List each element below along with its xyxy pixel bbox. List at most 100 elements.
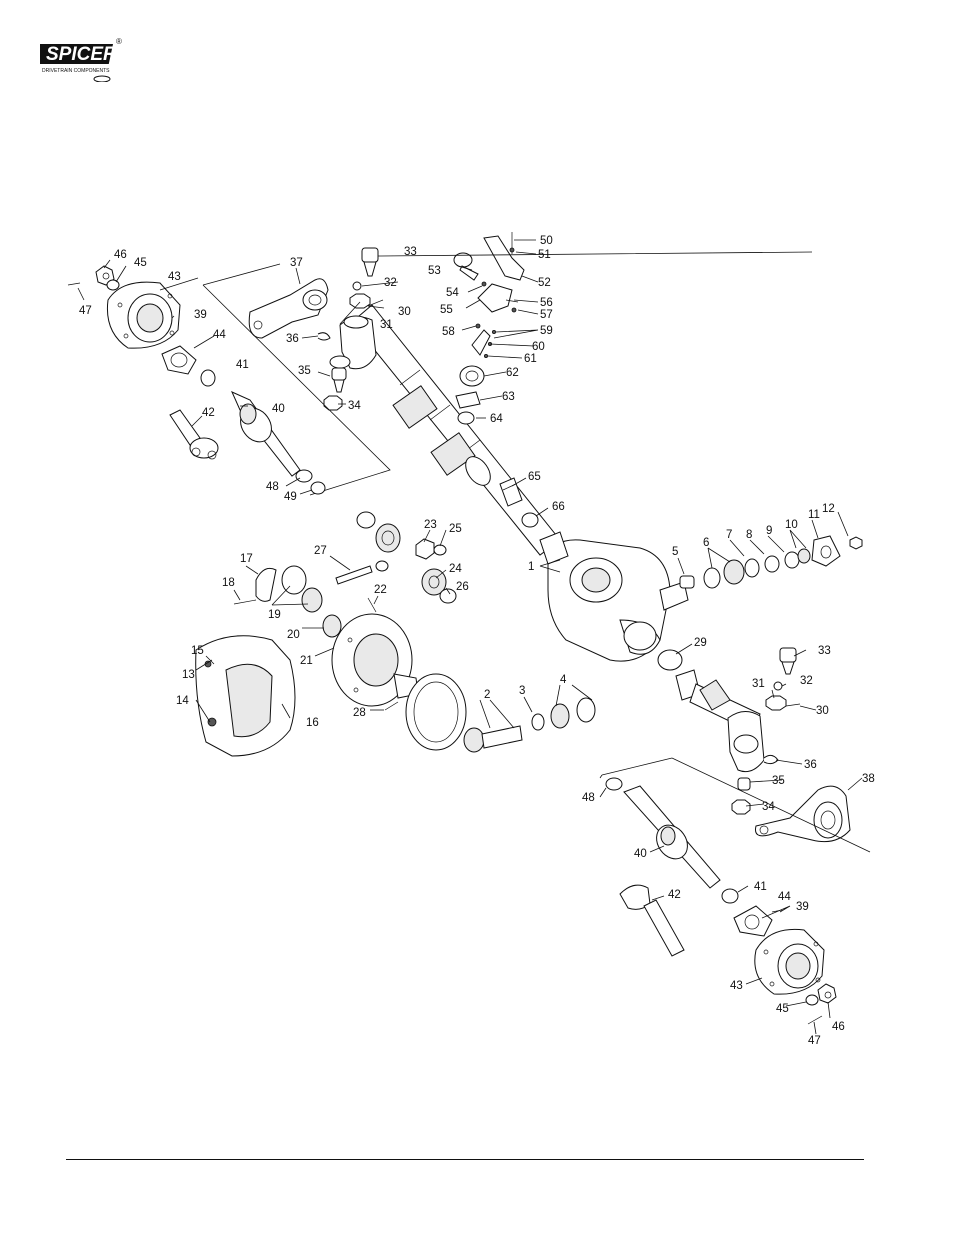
- callout-22: 22: [374, 584, 387, 596]
- callout-59: 59: [540, 325, 553, 337]
- washer-upper-left: [201, 370, 215, 386]
- callout-7: 7: [726, 529, 732, 541]
- axle-shaft-upper-left: [232, 392, 300, 476]
- seal-66: [522, 513, 538, 527]
- pinion-seal-5: [680, 576, 694, 588]
- callout-3: 3: [519, 685, 525, 697]
- callout-61: 61: [524, 353, 537, 365]
- callout-63: 63: [502, 391, 515, 403]
- callout-64: 64: [490, 413, 503, 425]
- callout-46-lower: 46: [832, 1021, 845, 1033]
- bolt-22: [368, 598, 376, 612]
- callout-48-upper: 48: [266, 481, 279, 493]
- callout-40-lower: 40: [634, 848, 647, 860]
- seal-48-upper: [296, 470, 312, 482]
- pinion-bearing-6: [704, 560, 744, 588]
- callout-20: 20: [287, 629, 300, 641]
- companion-flange-11: [812, 536, 840, 566]
- callout-60: 60: [532, 341, 545, 353]
- callout-50: 50: [540, 235, 553, 247]
- wheel-hub-upper-left: [107, 282, 180, 348]
- differential-housing: [540, 532, 688, 661]
- bolt-18: [234, 600, 256, 604]
- callout-4: 4: [560, 674, 567, 686]
- callout-12: 12: [822, 503, 835, 515]
- callout-44-lower: 44: [778, 891, 791, 903]
- bearing-cap-17: [256, 568, 276, 601]
- footer-divider: [66, 1159, 864, 1160]
- cross-shaft-27: [336, 566, 372, 584]
- callout-16: 16: [306, 717, 319, 729]
- bearing-cone-19: [302, 588, 322, 612]
- callout-18: 18: [222, 577, 235, 589]
- callout-34-upper: 34: [348, 400, 361, 412]
- flange-10: [798, 549, 810, 563]
- callout-31-lower: 31: [752, 678, 765, 690]
- bearing-20: [323, 615, 341, 637]
- side-gear-upper: [376, 524, 400, 552]
- callout-27: 27: [314, 545, 327, 557]
- pinion-gear-23: [416, 539, 434, 559]
- callout-32-upper: 32: [384, 277, 397, 289]
- bracket-55: [478, 284, 518, 312]
- spindle-nut-lower-right: [818, 984, 836, 1003]
- callout-36-upper: 36: [286, 333, 299, 345]
- callout-42-lower: 42: [668, 889, 681, 901]
- callout-55: 55: [440, 304, 453, 316]
- callout-47-lower: 47: [808, 1035, 821, 1047]
- callout-49: 49: [284, 491, 297, 503]
- pinion-seal-9: [785, 552, 799, 568]
- callout-46-upper: 46: [114, 249, 127, 261]
- callout-58: 58: [442, 326, 455, 338]
- spacer-8: [765, 556, 779, 572]
- snap-ring-36-right: [764, 755, 778, 763]
- callout-26: 26: [456, 581, 469, 593]
- callout-45-lower: 45: [776, 1003, 789, 1015]
- callout-37: 37: [290, 257, 303, 269]
- callout-6: 6: [703, 537, 709, 549]
- thrust-washer-upper-left: [107, 280, 119, 290]
- callout-41-upper: 41: [236, 359, 249, 371]
- seal-62: [460, 366, 484, 386]
- callout-30-lower: 30: [816, 705, 829, 717]
- callout-31-upper: 31: [380, 319, 393, 331]
- callout-33-lower: 33: [818, 645, 831, 657]
- axle-shaft-lower-right: [624, 786, 720, 888]
- differential-case: [332, 614, 418, 706]
- callout-47-upper: 47: [79, 305, 92, 317]
- bearing-cup-19: [282, 566, 306, 594]
- ring-gear: [406, 674, 466, 750]
- callout-21: 21: [300, 655, 313, 667]
- washer-25: [434, 545, 446, 555]
- drive-pinion-2: [464, 726, 522, 752]
- callout-11: 11: [808, 509, 820, 521]
- callout-57: 57: [540, 309, 553, 321]
- callout-35-lower: 35: [772, 775, 785, 787]
- seal-48-lower: [606, 778, 622, 790]
- callout-48-lower: 48: [582, 792, 595, 804]
- callout-65: 65: [528, 471, 541, 483]
- callout-25: 25: [449, 523, 462, 535]
- callout-40-upper: 40: [272, 403, 285, 415]
- callout-34-lower: 34: [762, 801, 775, 813]
- callout-39-lower: 39: [796, 901, 809, 913]
- callout-36-lower: 36: [804, 759, 817, 771]
- callout-29: 29: [694, 637, 707, 649]
- callout-28: 28: [353, 707, 366, 719]
- hub-gasket-lower-right: [734, 906, 772, 936]
- pinion-part-53: [454, 253, 478, 280]
- axle-yoke-left: [330, 316, 376, 369]
- ball-joint-lower-right: [732, 778, 750, 814]
- cotter-pin-lower-right: [808, 1016, 822, 1024]
- callout-8: 8: [746, 529, 752, 541]
- callout-32-lower: 32: [800, 675, 813, 687]
- callout-35-upper: 35: [298, 365, 311, 377]
- callout-43-lower: 43: [730, 980, 743, 992]
- callout-13: 13: [182, 669, 195, 681]
- callout-23: 23: [424, 519, 437, 531]
- callout-66: 66: [552, 501, 565, 513]
- callout-43-upper: 43: [168, 271, 181, 283]
- callout-2: 2: [484, 689, 490, 701]
- small-washer-27: [376, 561, 388, 571]
